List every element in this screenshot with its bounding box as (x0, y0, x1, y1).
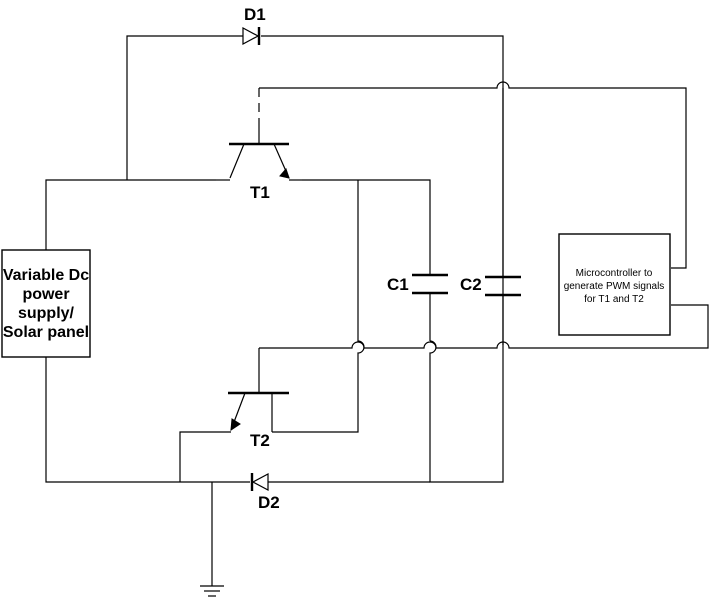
svg-text:power: power (22, 286, 69, 303)
svg-text:Variable Dc: Variable Dc (3, 267, 89, 284)
transistor-t2 (179, 348, 289, 482)
microcontroller-box (558, 233, 671, 336)
t2-label: T2 (250, 431, 270, 450)
wire-t2-gate (259, 304, 709, 349)
svg-text:generate PWM signals: generate PWM signals (564, 281, 665, 292)
ground-symbol (200, 482, 224, 597)
diode-d1 (242, 27, 261, 45)
d2-label: D2 (258, 493, 280, 512)
t1-label: T1 (250, 183, 270, 202)
power-supply-label: Variable Dc power supply/ Solar panel (3, 267, 89, 341)
c1-label: C1 (387, 275, 409, 294)
wire-supply-rails (45, 179, 250, 483)
d1-label: D1 (244, 5, 266, 24)
wire-t1-gate (258, 81, 687, 269)
capacitor-c1 (412, 273, 448, 295)
wire-midpoint-node (272, 179, 504, 483)
wire-d1-branch (126, 35, 504, 345)
transistor-t1 (216, 118, 302, 181)
svg-text:supply/: supply/ (18, 305, 75, 322)
power-supply-box (1, 249, 91, 358)
svg-text:Solar panel: Solar panel (3, 324, 89, 341)
diode-d2 (250, 473, 269, 491)
svg-text:Microcontroller to: Microcontroller to (576, 268, 653, 279)
svg-text:for T1 and T2: for T1 and T2 (584, 294, 644, 305)
microcontroller-label: Microcontroller to generate PWM signals … (564, 268, 665, 305)
c2-label: C2 (460, 275, 482, 294)
